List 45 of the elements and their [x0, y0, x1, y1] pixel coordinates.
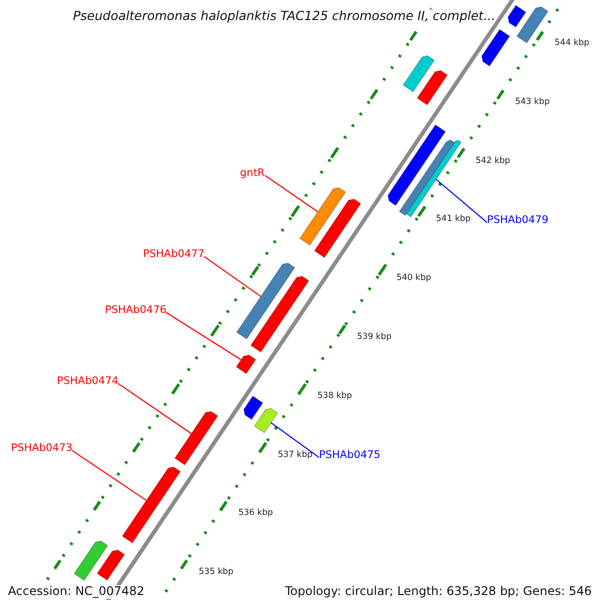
gene-label: PSHAb0476 — [105, 304, 166, 316]
scale-label: 540 kbp — [396, 274, 432, 284]
gene-bar — [74, 540, 108, 581]
gene-bar — [402, 55, 435, 92]
scale-label: 536 kbp — [238, 509, 273, 520]
gene-bar — [516, 6, 549, 44]
gene-bar — [416, 70, 448, 106]
gene-bar — [236, 262, 296, 340]
scale-label: 538 kbp — [317, 392, 352, 402]
gene-label: PSHAb0477 — [143, 248, 204, 260]
gene-bar — [299, 187, 346, 246]
gene-bar — [236, 354, 256, 374]
gene-label: PSHAb0473 — [11, 442, 72, 454]
leader-line — [436, 178, 488, 223]
leader-line — [166, 312, 242, 360]
leader-line — [72, 450, 147, 501]
gene-label: PSHAb0474 — [57, 375, 118, 388]
footer-text: Topology: circular; Length: 635,328 bp; Genes: 546 — [285, 585, 592, 599]
gene-bar — [96, 550, 126, 581]
scale-label: 544 kbp — [554, 39, 590, 49]
leader-line — [264, 174, 318, 212]
gene-label: gntR — [240, 167, 265, 180]
scale-label: 541 kbp — [436, 215, 471, 226]
gene-bar — [122, 466, 181, 544]
scale-label: 535 kbp — [198, 568, 234, 578]
leader-line — [270, 422, 320, 458]
gene-bar — [398, 139, 455, 216]
scale-label: 537 kbp — [278, 450, 312, 460]
gene-bar — [508, 4, 526, 28]
gene-bar — [250, 276, 310, 353]
gene-bar — [174, 411, 218, 466]
gene-label: PSHAb0479 — [487, 214, 548, 226]
scale-label: 542 kbp — [476, 156, 510, 166]
gene-bar — [243, 396, 264, 420]
footer-text: Accession: NC_007482 — [8, 585, 144, 599]
title: Pseudoalteromonas haloplanktis TAC125 chromosome II, complet... — [73, 9, 496, 24]
leader-line — [118, 382, 192, 434]
gene-bar — [314, 198, 362, 258]
gene-bar — [388, 124, 446, 206]
gene-label: PSHAb0475 — [319, 449, 380, 462]
gene-bar — [254, 408, 278, 434]
scale-label: 539 kbp — [356, 333, 392, 343]
scale-label: 543 kbp — [515, 98, 550, 108]
leader-line — [204, 256, 262, 297]
gene-bar — [481, 28, 510, 67]
